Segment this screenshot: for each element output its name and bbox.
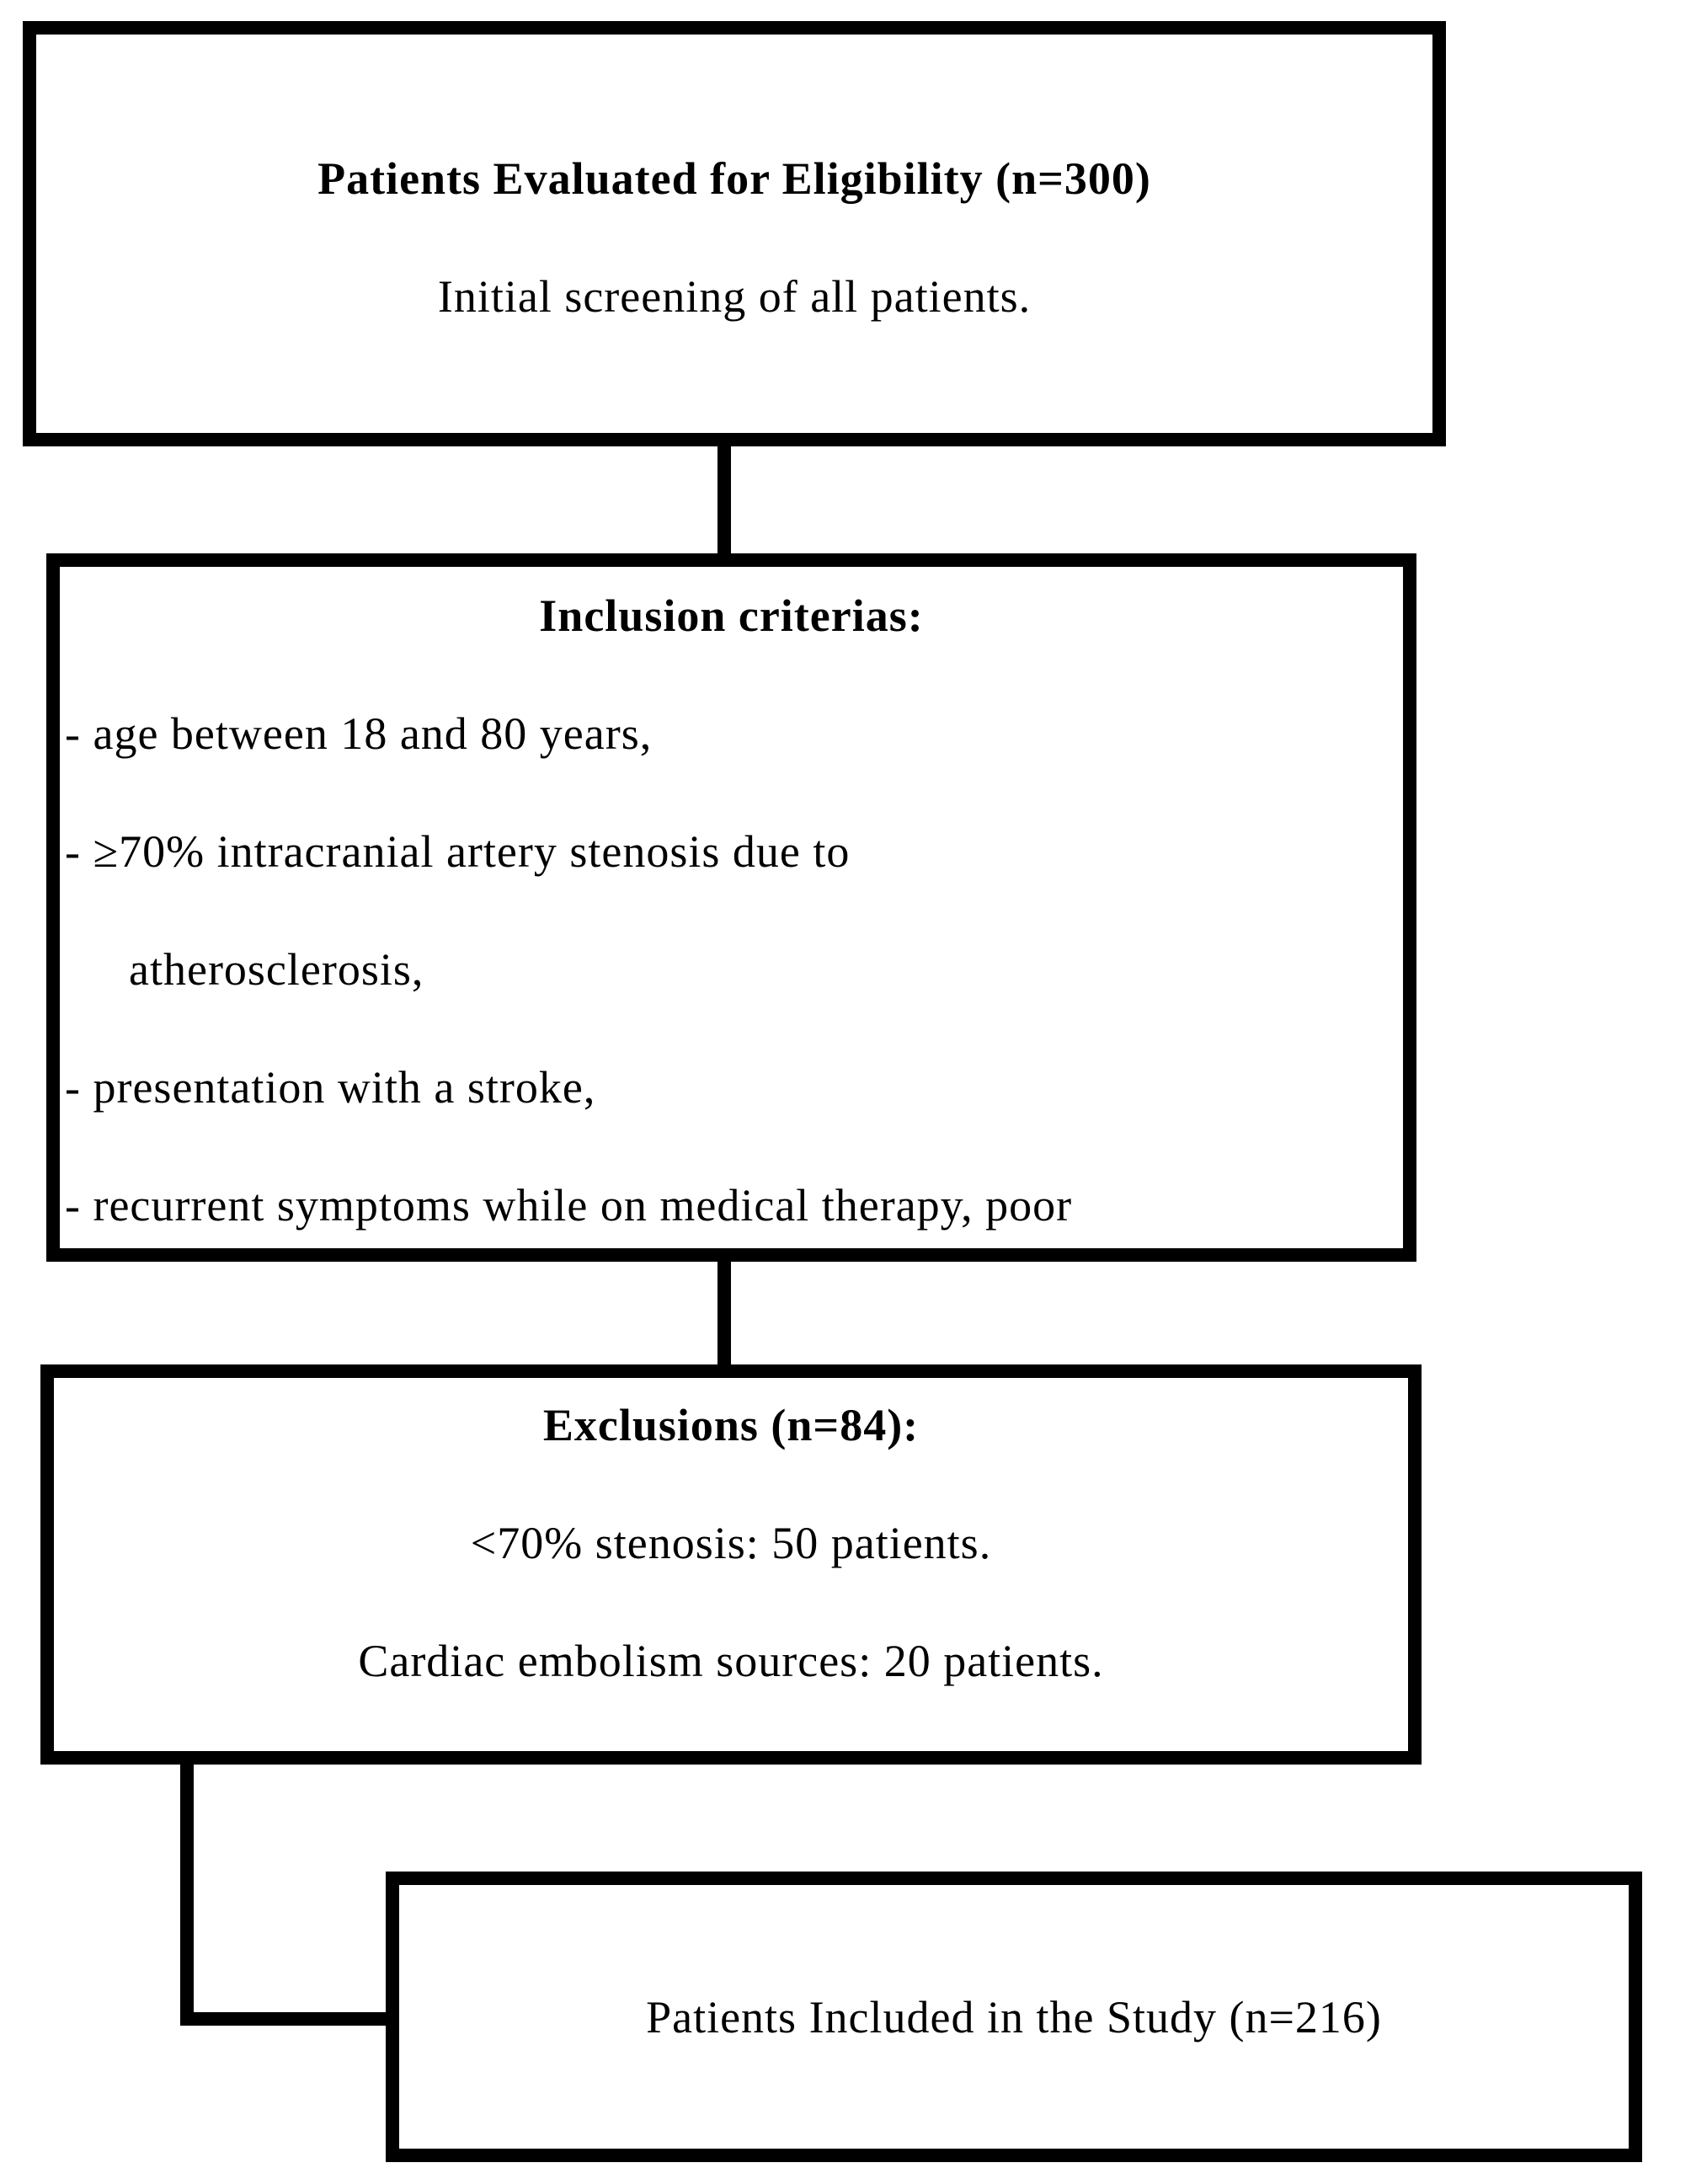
inclusion-item-age: - age between 18 and 80 years,: [65, 708, 653, 759]
node-patients-evaluated: Patients Evaluated for Eligibility (n=30…: [23, 21, 1446, 446]
connector-eligibility-to-inclusion: [717, 446, 731, 553]
inclusion-item-recurrent-symptoms: - recurrent symptoms while on medical th…: [65, 1180, 1073, 1231]
inclusion-title: Inclusion criterias:: [539, 590, 924, 641]
exclusions-cardiac-line: Cardiac embolism sources: 20 patients.: [358, 1636, 1104, 1686]
eligibility-subtitle: Initial screening of all patients.: [437, 271, 1032, 322]
inclusion-item-stenosis: - ≥70% intracranial artery stenosis due …: [65, 826, 851, 877]
connector-exclusions-to-included-horizontal: [180, 2012, 386, 2026]
inclusion-item-atherosclerosis: atherosclerosis,: [129, 944, 424, 995]
exclusions-stenosis-line: <70% stenosis: 50 patients.: [470, 1518, 992, 1568]
eligibility-title: Patients Evaluated for Eligibility (n=30…: [317, 153, 1151, 204]
included-title: Patients Included in the Study (n=216): [646, 1991, 1382, 2042]
node-inclusion-criteria: Inclusion criterias: - age between 18 an…: [46, 553, 1416, 1262]
connector-inclusion-to-exclusions: [717, 1262, 731, 1364]
node-exclusions: Exclusions (n=84): <70% stenosis: 50 pat…: [40, 1364, 1422, 1765]
node-patients-included: Patients Included in the Study (n=216): [386, 1872, 1642, 2162]
inclusion-item-stroke: - presentation with a stroke,: [65, 1062, 596, 1113]
connector-exclusions-to-included-vertical: [180, 1765, 194, 2026]
exclusions-title: Exclusions (n=84):: [542, 1400, 920, 1450]
